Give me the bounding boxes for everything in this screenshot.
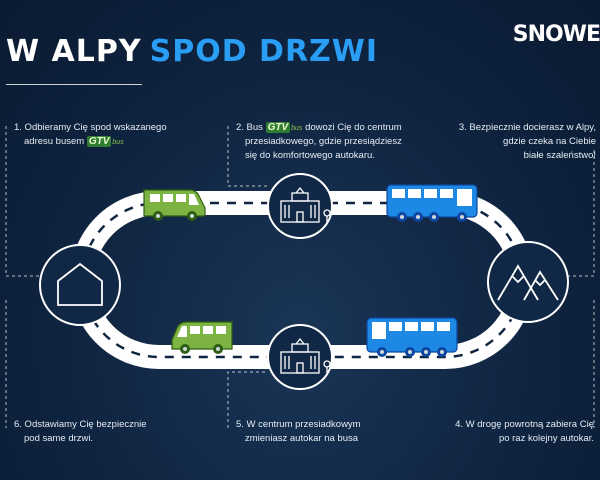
brand-logo: SNOWE [512, 22, 600, 47]
minibus-top [143, 189, 206, 221]
station-building-icon [280, 186, 331, 223]
home-node [39, 244, 121, 326]
station-node-bottom [267, 324, 333, 390]
step-6-text: 6. Odstawiamy Cię bezpiecznie pod same d… [14, 419, 147, 444]
leader-lines [5, 126, 595, 428]
title-part-1: W ALPY [6, 34, 142, 69]
coach-bus-top [386, 184, 478, 222]
title-underline [6, 84, 142, 85]
station-node-top [267, 173, 333, 239]
coach-bus-bottom [366, 317, 458, 357]
minibus-bottom [171, 321, 233, 354]
leader-step-1 [5, 126, 40, 277]
station-building-icon [280, 337, 331, 374]
leader-step-2 [227, 126, 268, 187]
mountains-node [487, 241, 569, 323]
gtv-bus-logo: GTV [86, 135, 112, 147]
step-5-text: 5. W centrum przesiadkowym zmieniasz aut… [236, 419, 361, 444]
leader-step-5 [227, 371, 268, 428]
home-icon [57, 262, 103, 306]
mountains-icon [497, 264, 559, 301]
gtv-bus-logo: GTV [265, 122, 291, 133]
leader-step-3 [568, 150, 595, 277]
step-1-text: 1. Odbieramy Cię spod wskazanego adresu … [14, 122, 167, 147]
title-part-2: SPOD DRZWI [149, 34, 379, 69]
step-4-text: 4. W drogę powrotną zabiera Cię po raz k… [455, 419, 594, 444]
step-3-text: 3. Bezpiecznie docierasz w Alpy, gdzie c… [458, 122, 596, 161]
